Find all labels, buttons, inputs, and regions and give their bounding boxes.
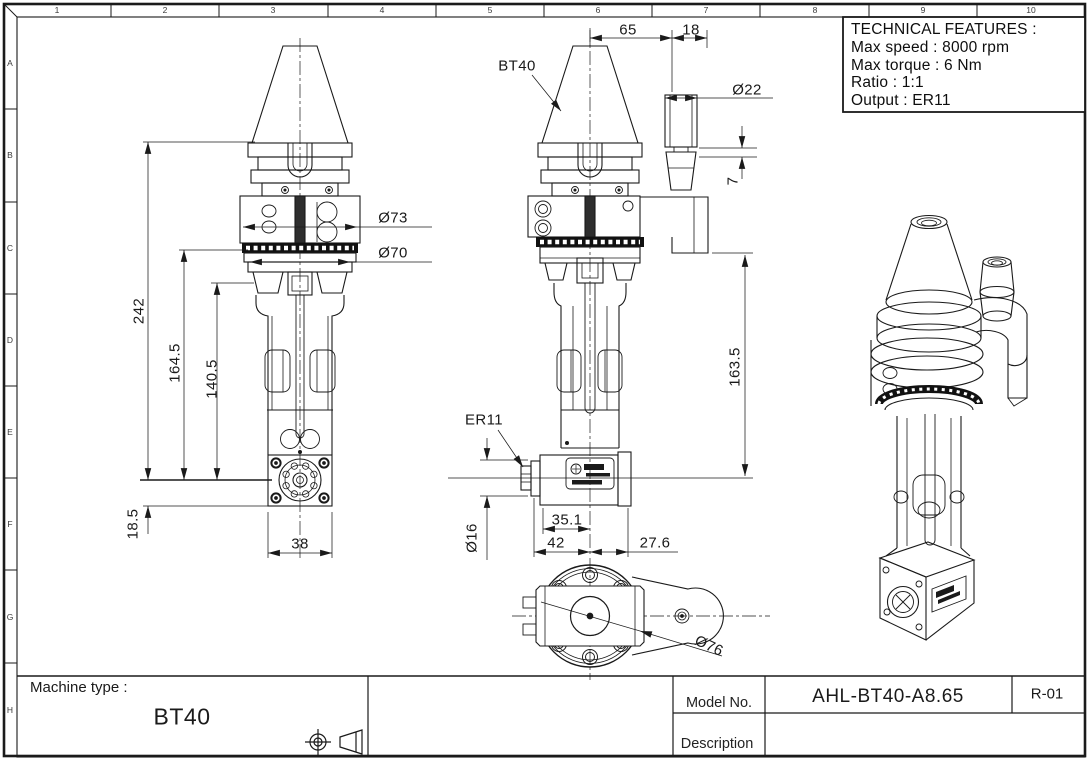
zone-column-label: 8 bbox=[812, 5, 818, 15]
zone-row-label: H bbox=[6, 705, 14, 715]
tech-feature-line: Ratio : 1:1 bbox=[851, 74, 924, 92]
zone-row-label: C bbox=[6, 243, 14, 253]
tech-features-panel: TECHNICAL FEATURES : Max speed : 8000 rp… bbox=[851, 21, 1081, 109]
zone-row-label: D bbox=[6, 335, 14, 345]
zone-column-label: 2 bbox=[162, 5, 168, 15]
dim-width-18: 18 bbox=[682, 21, 700, 39]
zone-column-label: 9 bbox=[920, 5, 926, 15]
zone-column-label: 6 bbox=[595, 5, 601, 15]
dim-height-163-5: 163.5 bbox=[726, 347, 744, 387]
dim-width-42: 42 bbox=[547, 534, 565, 552]
title-block-grid bbox=[17, 675, 1085, 757]
zone-row-label: B bbox=[7, 150, 13, 160]
dim-width-65: 65 bbox=[619, 21, 637, 39]
tech-features-box bbox=[842, 16, 1086, 113]
isometric-view bbox=[870, 214, 1028, 641]
projection-symbol-icon bbox=[305, 729, 363, 755]
bottom-view bbox=[512, 558, 770, 680]
tech-features-title: TECHNICAL FEATURES : bbox=[851, 21, 1037, 38]
tech-feature-line: Max torque : 6 Nm bbox=[851, 56, 982, 74]
label-er11-output: ER11 bbox=[464, 411, 504, 429]
zone-column-label: 1 bbox=[54, 5, 60, 15]
gear-ring-band bbox=[536, 237, 644, 247]
zone-column-label: 7 bbox=[703, 5, 709, 15]
zone-row-label: E bbox=[7, 427, 13, 437]
description-label: Description bbox=[680, 736, 754, 752]
zone-column-label: 4 bbox=[379, 5, 385, 15]
model-no-label: Model No. bbox=[685, 695, 753, 711]
zone-column-label: 10 bbox=[1026, 5, 1036, 15]
nameplate bbox=[565, 457, 615, 490]
dim-height-7: 7 bbox=[724, 176, 742, 186]
dim-height-164-5: 164.5 bbox=[166, 343, 184, 383]
revision-code: R-01 bbox=[1030, 685, 1064, 703]
tech-feature-line: Max speed : 8000 rpm bbox=[851, 39, 1010, 57]
zone-row-label: F bbox=[7, 519, 13, 529]
front-view-dimensions bbox=[140, 141, 432, 558]
tech-feature-line: Output : ER11 bbox=[851, 91, 951, 109]
machine-type-label: Machine type : bbox=[30, 679, 128, 696]
model-no-value: AHL-BT40-A8.65 bbox=[812, 686, 964, 707]
dim-width-35-1: 35.1 bbox=[551, 511, 583, 529]
zone-column-label: 5 bbox=[487, 5, 493, 15]
dim-width-27-6: 27.6 bbox=[639, 534, 671, 552]
dim-height-242: 242 bbox=[130, 297, 148, 325]
side-view-dimensions bbox=[480, 30, 773, 560]
zone-row-label: A bbox=[7, 58, 13, 68]
label-bt40-taper: BT40 bbox=[498, 57, 536, 75]
dim-dia-70: Ø70 bbox=[378, 244, 408, 262]
dim-width-38: 38 bbox=[291, 535, 309, 553]
zone-row-label: G bbox=[6, 612, 14, 622]
zone-column-label: 3 bbox=[270, 5, 276, 15]
dim-height-18-5: 18.5 bbox=[124, 508, 142, 540]
machine-type-value: BT40 bbox=[153, 703, 211, 730]
side-view bbox=[448, 28, 753, 556]
dim-height-140-5: 140.5 bbox=[203, 359, 221, 399]
gear-ring-band bbox=[242, 243, 358, 253]
dim-dia-73: Ø73 bbox=[378, 209, 408, 227]
dim-dia-22: Ø22 bbox=[732, 81, 762, 99]
dim-dia-16: Ø16 bbox=[463, 523, 481, 553]
front-view bbox=[239, 38, 361, 560]
